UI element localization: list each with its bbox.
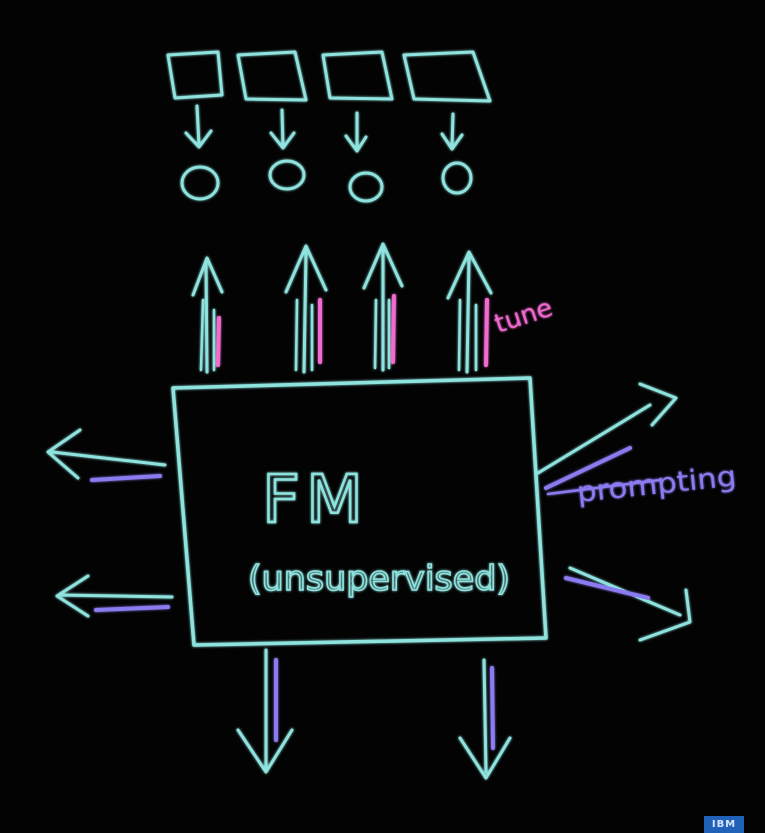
tune-arrow-4 <box>446 250 493 374</box>
ibm-logo: IBM <box>704 816 744 833</box>
task-output-3 <box>348 171 384 203</box>
task-square-4 <box>402 50 492 103</box>
task-input-squares <box>166 50 492 103</box>
box-subtitle: (unsupervised) <box>248 559 510 599</box>
left-arrows <box>46 428 174 618</box>
bottom-arrows <box>236 648 512 780</box>
task-output-4 <box>441 161 473 195</box>
task-arrow-2 <box>269 108 296 150</box>
left-arrow-1 <box>46 428 167 482</box>
task-down-arrows <box>184 104 464 153</box>
tune-up-arrows <box>191 242 493 374</box>
task-square-3 <box>321 50 394 101</box>
bottom-arrow-2 <box>458 658 512 780</box>
task-output-circles <box>180 159 473 203</box>
task-arrow-3 <box>344 111 368 153</box>
prompting-underline <box>546 478 662 496</box>
tune-arrow-1 <box>191 256 224 374</box>
bottom-arrow-1 <box>236 648 294 774</box>
task-output-1 <box>180 165 220 201</box>
tune-arrow-3 <box>362 242 404 372</box>
prompting-arrows <box>536 382 692 642</box>
tune-arrow-2 <box>284 244 328 374</box>
task-square-2 <box>236 50 308 102</box>
left-arrow-2 <box>55 574 174 618</box>
prompting-arrow-down <box>564 566 692 642</box>
tune-label: tune <box>491 293 557 340</box>
box-title: FM <box>262 461 369 538</box>
foundation-model-box <box>171 376 548 647</box>
task-arrow-1 <box>184 104 213 149</box>
prompting-label: prompting <box>575 459 738 509</box>
task-output-2 <box>268 159 306 191</box>
task-arrow-4 <box>440 112 464 151</box>
task-square-1 <box>166 50 224 100</box>
prompting-arrow-up <box>536 382 678 490</box>
